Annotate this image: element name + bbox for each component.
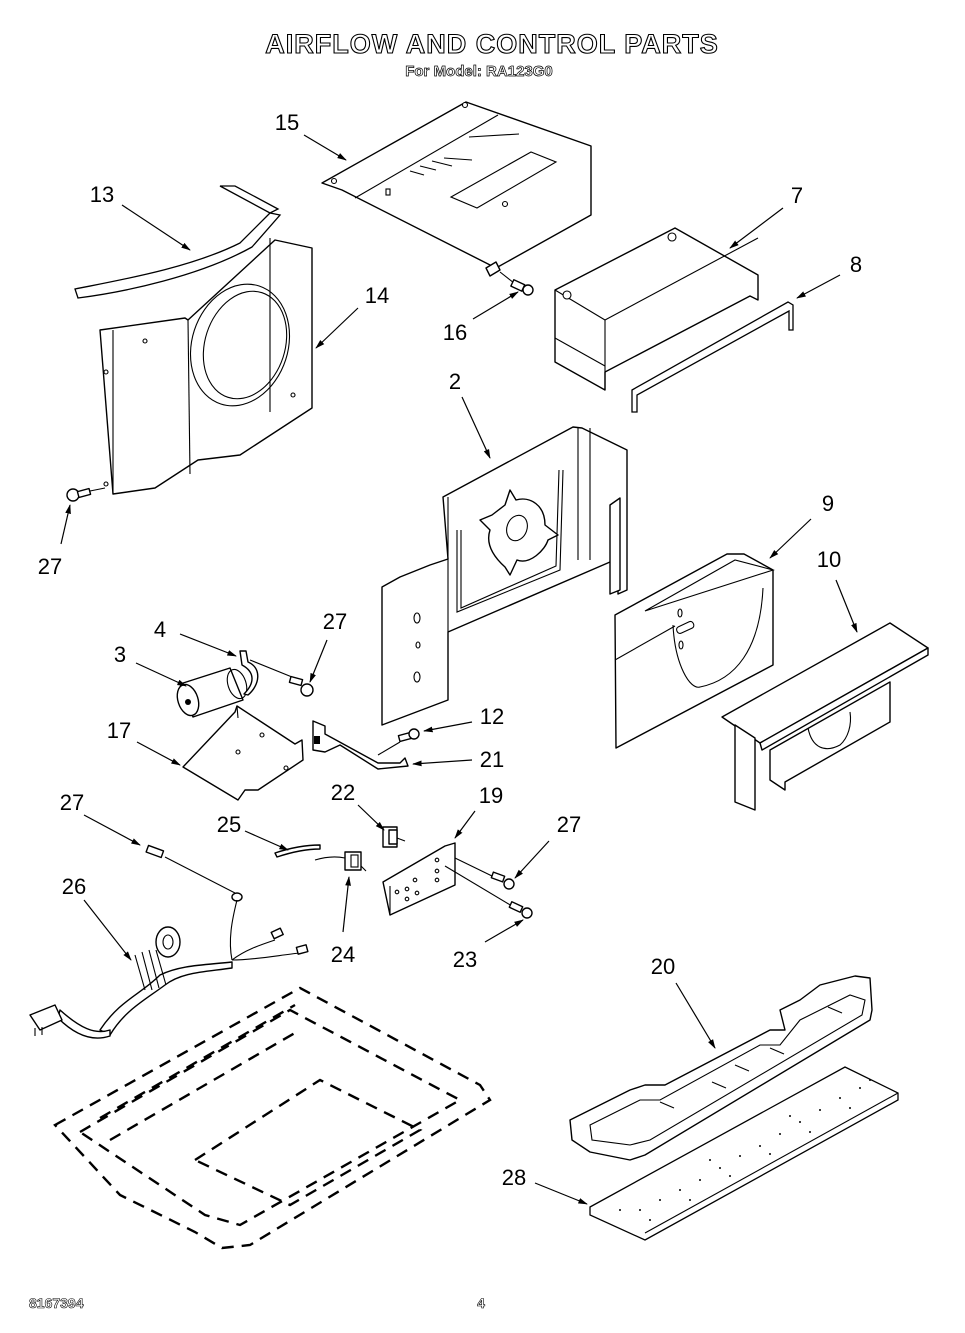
- callout-25: 25: [217, 812, 241, 837]
- part-19-control-panel: [382, 842, 456, 916]
- callout-17: 17: [107, 718, 131, 743]
- callout-27-lower: 27: [60, 790, 84, 815]
- callout-10: 10: [817, 547, 841, 572]
- callout-2: 2: [449, 369, 461, 394]
- part-10-discharge-housing: [721, 622, 929, 811]
- callout-14: 14: [365, 283, 389, 308]
- model-subtitle: For Model: RA123G0: [405, 63, 553, 80]
- callout-7: 7: [791, 183, 803, 208]
- part-7-control-cover: [554, 227, 759, 391]
- callout-3: 3: [114, 642, 126, 667]
- part-26-power-cord: [29, 892, 309, 1039]
- page-number: 4: [477, 1295, 485, 1311]
- callout-19: 19: [479, 783, 503, 808]
- part-20-filter-frame: [569, 975, 873, 1161]
- page-title: AIRFLOW AND CONTROL PARTS: [265, 29, 718, 59]
- callout-arrows: [60, 134, 858, 1205]
- part-14-fan-shroud: [99, 238, 313, 495]
- callout-15: 15: [275, 110, 299, 135]
- callout-27-right: 27: [557, 812, 581, 837]
- document-number: 8167394: [29, 1295, 84, 1311]
- part-3-capacitor: [176, 667, 248, 718]
- part-23-screw: [444, 865, 533, 919]
- part-17-bracket: [182, 705, 304, 801]
- callout-8: 8: [850, 252, 862, 277]
- part-25-tube: [274, 844, 321, 858]
- part-27-ground-screw: [145, 844, 236, 894]
- part-8-seal-strip: [631, 301, 794, 413]
- callout-21: 21: [480, 747, 504, 772]
- part-16-screw: [499, 271, 534, 296]
- part-28-filter: [589, 1066, 899, 1241]
- callout-26: 26: [62, 874, 86, 899]
- callout-23: 23: [453, 947, 477, 972]
- callout-labels: 15 13 14 16 7 8 2 27 9 10 4 27 3 12 17 2…: [38, 110, 862, 1190]
- callout-24: 24: [331, 942, 355, 967]
- callout-27-left: 27: [38, 554, 62, 579]
- part-9-air-duct: [614, 553, 775, 749]
- callout-4: 4: [154, 617, 166, 642]
- callout-20: 20: [651, 954, 675, 979]
- base-pan-reference: [53, 986, 492, 1250]
- part-12-screw: [377, 728, 420, 756]
- callout-13: 13: [90, 182, 114, 207]
- part-27-screw-left: [66, 487, 106, 502]
- part-22-thermostat: [382, 826, 406, 848]
- callout-16: 16: [443, 320, 467, 345]
- callout-28: 28: [502, 1165, 526, 1190]
- part-2-partition: [381, 426, 628, 726]
- callout-12: 12: [480, 704, 504, 729]
- part-21-bracket: [312, 720, 409, 770]
- part-27-screw-right: [454, 857, 515, 890]
- part-15-top-cover: [321, 101, 592, 277]
- callout-22: 22: [331, 780, 355, 805]
- part-24-switch: [314, 851, 367, 872]
- part-27-screw-mid: [249, 659, 314, 697]
- part-4-strap: [239, 650, 259, 696]
- part-13-seal-strip: [74, 185, 282, 299]
- callout-9: 9: [822, 491, 834, 516]
- callout-27-mid: 27: [323, 609, 347, 634]
